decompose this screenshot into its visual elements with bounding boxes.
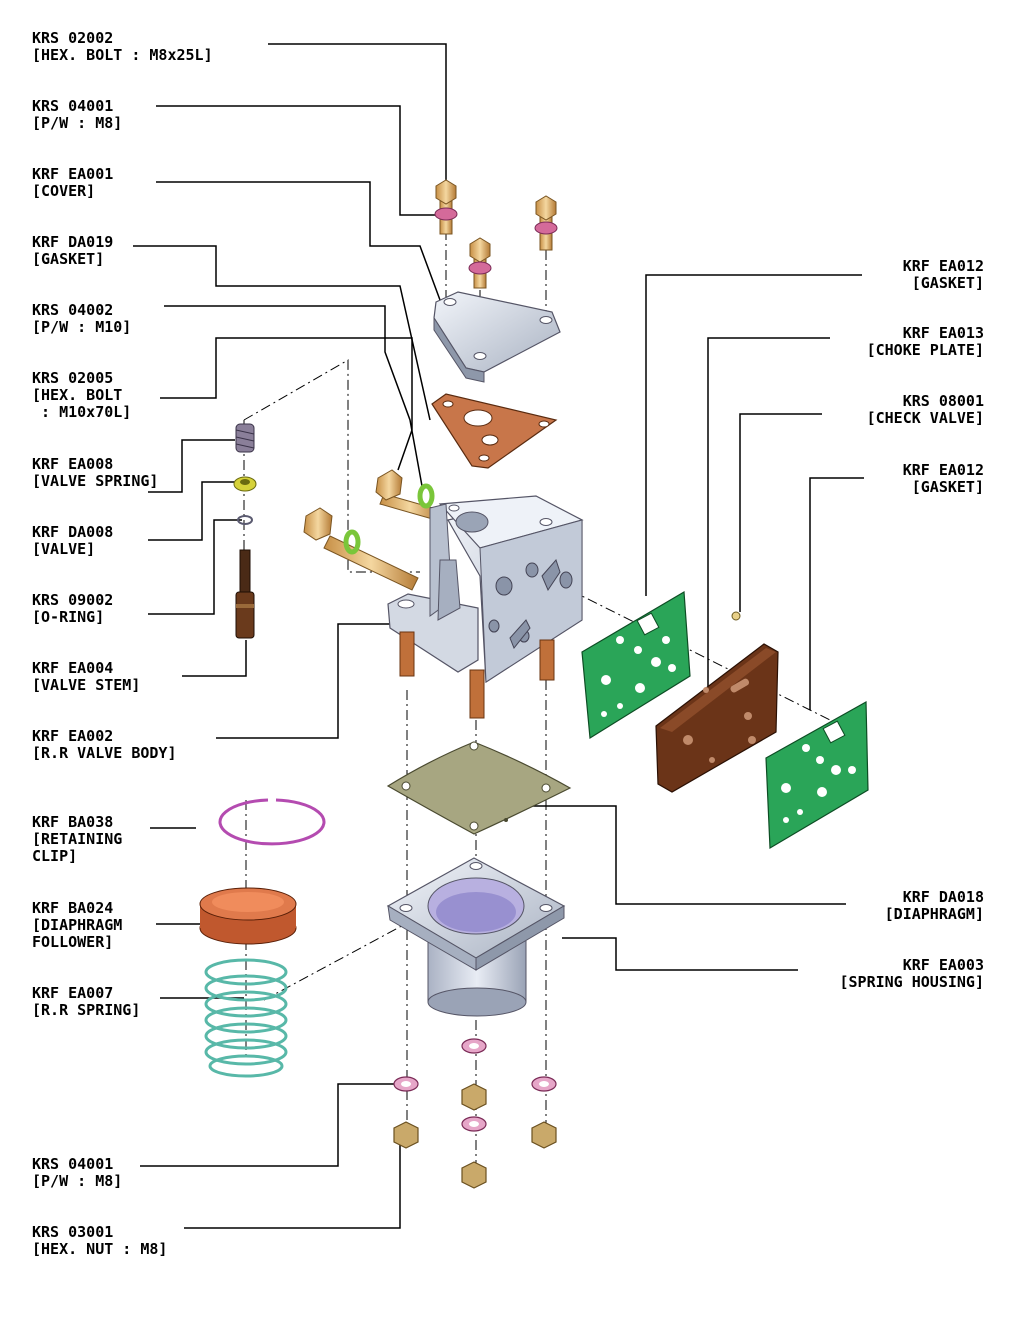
leader-valve-body xyxy=(216,623,394,739)
label-o-ring: KRS 09002[O-RING] xyxy=(32,591,114,626)
rr-valve-body xyxy=(387,495,584,719)
label-plain-washer-m8-top: KRS 04001[P/W : M8] xyxy=(32,97,123,132)
washer-top-center xyxy=(468,261,492,275)
gasket-ea012-top xyxy=(581,590,691,740)
label-hex-nut: KRS 03001[HEX. NUT : M8] xyxy=(32,1223,168,1258)
leader-valve-stem xyxy=(182,640,247,677)
label-hex-bolt-m8: KRS 02002[HEX. BOLT : M8x25L] xyxy=(32,29,213,64)
leader-lines xyxy=(133,43,864,1229)
hex-nut-right xyxy=(531,1121,557,1149)
leader-gasket-ea012-bottom xyxy=(809,477,864,710)
washer-holes xyxy=(401,1043,549,1127)
leader-hex-bolt-m8 xyxy=(268,43,447,180)
spring-housing xyxy=(386,857,566,1017)
leader-spring-housing xyxy=(562,937,798,971)
hex-bolt-left xyxy=(435,179,457,235)
o-ring xyxy=(237,515,253,525)
label-rr-spring: KRF EA007[R.R SPRING] xyxy=(32,984,141,1019)
leader-cover xyxy=(156,181,441,301)
label-gasket-ea012-bottom: KRF EA012[GASKET] xyxy=(902,461,984,496)
leader-hex-nut xyxy=(184,1140,401,1229)
washer-top-right xyxy=(534,221,558,235)
label-spring-housing: KRF EA003[SPRING HOUSING] xyxy=(839,956,985,991)
label-choke-plate: KRF EA013[CHOKE PLATE] xyxy=(866,324,984,359)
hex-bolts-m8 xyxy=(435,179,557,289)
gasket-ea012-bottom xyxy=(765,700,869,850)
leader-washer-m8-top xyxy=(156,105,440,216)
leader-valve xyxy=(148,481,235,541)
hex-bolt-m10-upper xyxy=(375,469,441,521)
label-hex-bolt-m10: KRS 02005[HEX. BOLT : M10x70L] xyxy=(32,369,132,421)
leader-washer-m10 xyxy=(164,305,423,487)
cover xyxy=(433,291,561,383)
rr-spring xyxy=(204,958,288,1078)
hex-bolt-m10-lower xyxy=(303,507,419,591)
valve xyxy=(233,476,257,492)
retaining-clip xyxy=(218,798,326,846)
gasket-da019 xyxy=(431,393,558,469)
label-cover: KRF EA001[COVER] xyxy=(32,165,114,200)
label-gasket-ea012-top: KRF EA012[GASKET] xyxy=(902,257,984,292)
label-plain-washer-m8-bottom: KRS 04001[P/W : M8] xyxy=(32,1155,123,1190)
stud-left xyxy=(399,631,415,677)
leader-o-ring xyxy=(148,519,242,615)
label-gasket-da019: KRF DA019[GASKET] xyxy=(32,233,114,268)
label-valve: KRF DA008[VALVE] xyxy=(32,523,114,558)
valve-stem xyxy=(235,549,255,639)
hex-nut-center-upper xyxy=(461,1083,487,1111)
leader-gasket-ea012-top xyxy=(645,274,862,596)
label-valve-body: KRF EA002[R.R VALVE BODY] xyxy=(32,727,177,762)
leader-check-valve xyxy=(739,413,822,612)
plain-washers-m10 xyxy=(343,483,435,555)
choke-plate xyxy=(655,643,779,793)
diaphragm-follower xyxy=(199,887,297,945)
label-valve-stem: KRF EA004[VALVE STEM] xyxy=(32,659,141,694)
label-check-valve: KRS 08001[CHECK VALVE] xyxy=(866,392,984,427)
diaphragm xyxy=(386,741,572,835)
washer-m10-upper xyxy=(417,483,435,509)
axis-side-plates xyxy=(569,589,831,721)
washer-m10-lower xyxy=(343,529,361,555)
plain-washers-m8-top xyxy=(434,207,558,275)
washer-top-left xyxy=(434,207,458,221)
leader-choke-plate xyxy=(707,337,830,690)
leader-diaphragm xyxy=(520,805,846,905)
hex-nuts-m8 xyxy=(393,1083,557,1189)
leader-washer-m8-bottom xyxy=(140,1083,396,1167)
leader-gasket-da019 xyxy=(133,245,431,421)
stud-center xyxy=(469,669,485,719)
check-valve xyxy=(731,611,741,621)
hex-nut-left xyxy=(393,1121,419,1149)
valve-spring xyxy=(235,423,255,453)
stud-right xyxy=(539,639,555,681)
label-plain-washer-m10: KRS 04002[P/W : M10] xyxy=(32,301,132,336)
label-diaphragm: KRF DA018[DIAPHRAGM] xyxy=(884,888,984,923)
label-valve-spring: KRF EA008[VALVE SPRING] xyxy=(32,455,159,490)
leader-hex-bolt-m10 xyxy=(160,337,413,471)
hex-nut-center-lower xyxy=(461,1161,487,1189)
leader-valve-spring xyxy=(148,439,235,493)
